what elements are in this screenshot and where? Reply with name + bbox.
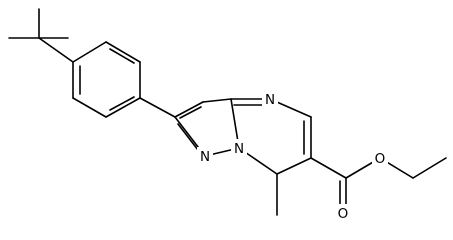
bond xyxy=(38,37,74,63)
pyrazole-nitrogen-label: N xyxy=(200,149,210,165)
bond xyxy=(105,97,141,118)
carbonyl-oxygen-label: O xyxy=(338,206,349,221)
bond xyxy=(174,101,204,118)
atom-label-carbonyl-o: O xyxy=(335,204,351,221)
ester-oxygen-label: O xyxy=(375,151,386,167)
bond xyxy=(139,97,176,118)
double-bond-inner xyxy=(109,48,135,64)
bond xyxy=(72,41,107,63)
pyrimidine-ring xyxy=(230,98,312,175)
atom-label-ring-n: N xyxy=(262,90,278,108)
double-bond-inner xyxy=(179,106,202,119)
bond xyxy=(412,157,447,179)
bond xyxy=(72,97,107,118)
bond xyxy=(310,157,347,179)
bond xyxy=(105,41,141,63)
double-bond-inner xyxy=(109,96,135,111)
ring-nitrogen-label: N xyxy=(265,92,275,108)
molecule-canvas: N N N O O xyxy=(8,8,447,221)
benzene-ring xyxy=(72,41,141,118)
atom-label-ester-o: O xyxy=(372,149,388,167)
atom-label-bridge-n-b: N xyxy=(231,139,247,157)
double-bond-inner xyxy=(177,123,199,151)
bond xyxy=(202,98,232,103)
molecule-structure: N N N O O xyxy=(8,8,447,221)
bond xyxy=(276,157,312,175)
atom-label-bridge-n-a: N xyxy=(197,147,213,165)
tert-butyl-group xyxy=(8,8,74,63)
bridgehead-nitrogen-label: N xyxy=(234,141,244,157)
